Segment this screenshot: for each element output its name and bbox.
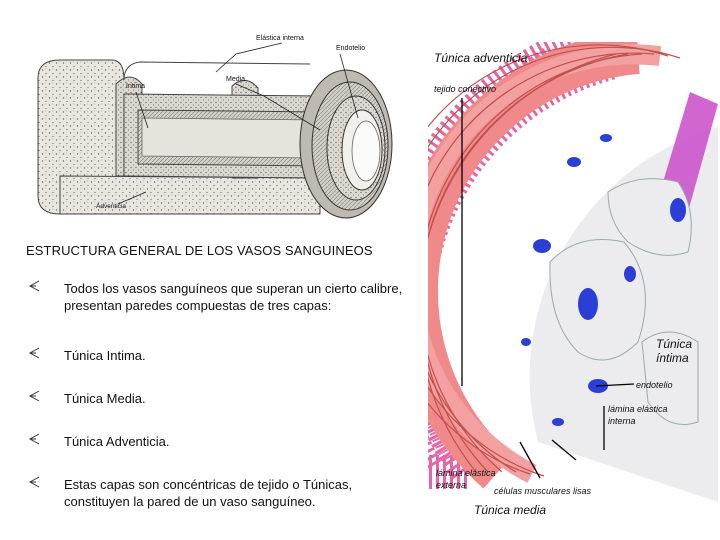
label-tunica-intima-line2: íntima <box>656 351 689 365</box>
label-lamina-elastica-externa-line2: externa <box>436 480 466 490</box>
arrowhead-bullet-icon <box>28 347 40 359</box>
arrowhead-bullet-icon <box>28 280 40 292</box>
vessel-wall-cross-section: Túnica adventicia tejido conectivo Túnic… <box>428 42 718 520</box>
label-endotelio-right: endotelio <box>636 380 673 390</box>
arrowhead-bullet-icon <box>28 433 40 445</box>
label-media-left: Media <box>226 76 245 83</box>
label-tunica-media: Túnica media <box>474 503 546 517</box>
bullet-text: Estas capas son concéntricas de tejido o… <box>64 477 353 509</box>
vessel-layers-illustration: Elástica interna Endotelio Media Intima … <box>20 26 404 230</box>
bullet-item: Túnica Adventicia. <box>26 433 406 450</box>
arrowhead-bullet-icon <box>28 390 40 402</box>
label-elastica-interna: Elástica interna <box>256 35 304 42</box>
bullet-item: Todos los vasos sanguíneos que superan u… <box>26 280 406 314</box>
arrowhead-bullet-icon <box>28 476 40 488</box>
label-lamina-elastica-interna-line1: lámina elástica <box>608 404 668 414</box>
label-endotelio-left: Endotelio <box>336 45 365 52</box>
label-lamina-elastica-externa-line1: lámina elástica <box>436 468 496 478</box>
bullet-text: Túnica Intima. <box>64 348 146 363</box>
bullet-item: Túnica Intima. <box>26 347 406 364</box>
label-adventicia-left: Adventicia <box>96 203 126 210</box>
label-celulas-musculares-lisas: células musculares lisas <box>494 486 592 496</box>
bullet-list: Todos los vasos sanguíneos que superan u… <box>26 280 406 510</box>
label-intima-left: Intima <box>126 83 145 90</box>
label-tejido-conectivo: tejido conectivo <box>434 84 496 94</box>
label-lamina-elastica-interna-line2: interna <box>608 416 636 426</box>
slide-title: ESTRUCTURA GENERAL DE LOS VASOS SANGUINE… <box>26 243 373 258</box>
label-tunica-adventicia: Túnica adventicia <box>434 51 528 65</box>
bullet-text: Túnica Adventicia. <box>64 434 170 449</box>
bullet-item: Túnica Media. <box>26 390 406 407</box>
bullet-text: Túnica Media. <box>64 391 146 406</box>
label-tunica-intima-line1: Túnica <box>656 337 692 351</box>
bullet-text: Todos los vasos sanguíneos que superan u… <box>64 281 403 313</box>
bullet-item: Estas capas son concéntricas de tejido o… <box>26 476 406 510</box>
